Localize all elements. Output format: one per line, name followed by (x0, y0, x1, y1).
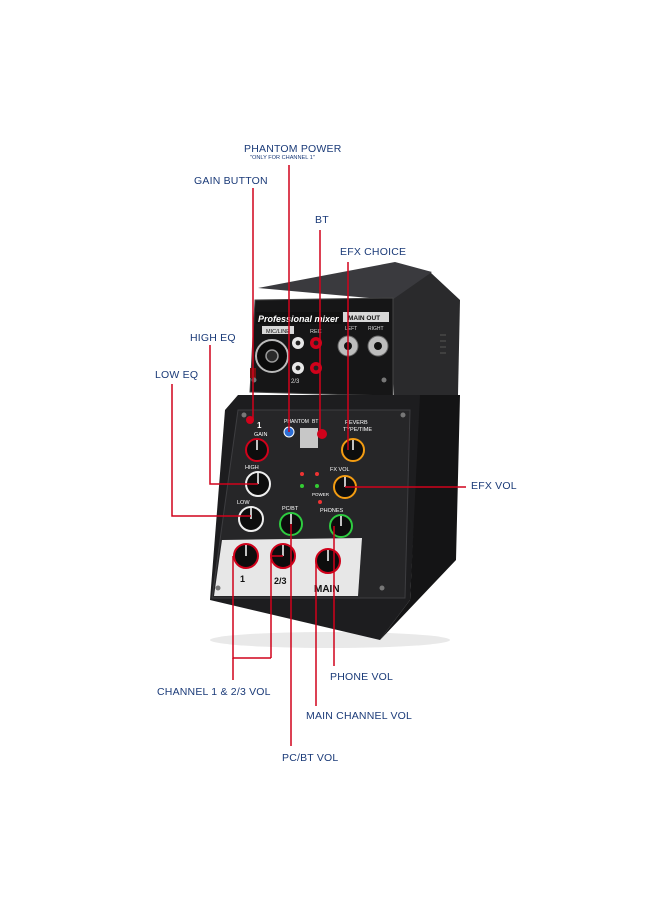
bottom-main-label: MAIN (314, 584, 340, 595)
gain-label: GAIN (254, 432, 267, 438)
bt-panel-label: BT (312, 419, 318, 425)
rca-left-top-core (295, 340, 301, 346)
bt-switch[interactable] (300, 428, 318, 448)
ch1-label: 1 (257, 421, 262, 430)
reverb-label: REVERB (345, 420, 368, 426)
right-label: RIGHT (368, 326, 384, 332)
type-time-label: TYPE/TIME (343, 427, 372, 433)
led-green-2 (315, 484, 319, 488)
screw-tl (241, 412, 247, 418)
bt-button[interactable] (317, 429, 327, 439)
power-label: POWER (312, 492, 330, 497)
high-eq-label: HIGH EQ (190, 332, 236, 344)
front-right-side (380, 395, 460, 640)
phone-vol-label: PHONE VOL (330, 671, 394, 683)
phantom-power-label: PHANTOM POWER (244, 143, 342, 155)
low-label: LOW (237, 500, 250, 506)
device-shadow (210, 632, 450, 648)
efx-choice-knob[interactable] (341, 438, 365, 462)
bottom-ch23-label: 2/3 (274, 576, 287, 586)
phantom-label: PHANTOM (284, 419, 309, 425)
channel-vol-callout-line-b (270, 555, 283, 658)
rca-left-bottom-core (295, 365, 301, 371)
device-back-top (258, 262, 432, 300)
device-side (390, 272, 460, 420)
phones-knob[interactable] (329, 514, 353, 538)
screw-rear-r (381, 377, 387, 383)
side-vent (440, 334, 446, 354)
efx-choice-label: EFX CHOICE (340, 246, 407, 258)
main-vol-knob[interactable] (315, 548, 341, 574)
callout-lines (171, 165, 466, 746)
left-label: LEFT (345, 326, 357, 332)
bottom-ch1-label: 1 (240, 574, 245, 584)
channel1-vol-knob[interactable] (233, 543, 259, 569)
xlr-center (265, 349, 279, 363)
led-red-1 (300, 472, 304, 476)
main-out-label: MAIN OUT (348, 315, 380, 322)
gain-button[interactable] (246, 416, 254, 424)
low-eq-callout-line (171, 384, 251, 517)
phantom-power-note: "ONLY FOR CHANNEL 1" (250, 155, 315, 161)
phones-label: PHONES (320, 508, 344, 514)
efx-vol-label: EFX VOL (471, 480, 517, 492)
screw-tr (400, 412, 406, 418)
low-eq-knob[interactable] (238, 506, 264, 532)
pc-bt-vol-label: PC/BT VOL (282, 752, 339, 764)
main-out-right-hole (374, 342, 382, 350)
gain-knob[interactable] (245, 438, 269, 462)
brand-text: Professional mixer (258, 314, 339, 324)
low-eq-label: LOW EQ (155, 369, 199, 381)
high-eq-callout-line (209, 345, 258, 485)
main-channel-vol-label: MAIN CHANNEL VOL (306, 710, 413, 722)
high-label: HIGH (245, 465, 259, 471)
rec-label: REC (310, 329, 322, 335)
led-red-2 (315, 472, 319, 476)
rca-right-top-core (313, 340, 319, 346)
channel-vol-label: CHANNEL 1 & 2/3 VOL (157, 686, 271, 698)
bt-label: BT (315, 214, 329, 226)
mic-line-box (262, 326, 294, 334)
led-green-1 (300, 484, 304, 488)
fx-vol-label: FX VOL (330, 467, 350, 473)
main-out-box (343, 312, 389, 322)
rca-right-bottom-core (313, 365, 319, 371)
pc-bt-label: PC/BT (282, 506, 299, 512)
gain-button-label: GAIN BUTTON (194, 175, 268, 187)
input-23-label: 2/3 (291, 379, 300, 385)
mic-line-label: MIC/LINE (266, 329, 290, 335)
screw-bl (215, 585, 221, 591)
power-led (318, 500, 322, 504)
screw-br (379, 585, 385, 591)
